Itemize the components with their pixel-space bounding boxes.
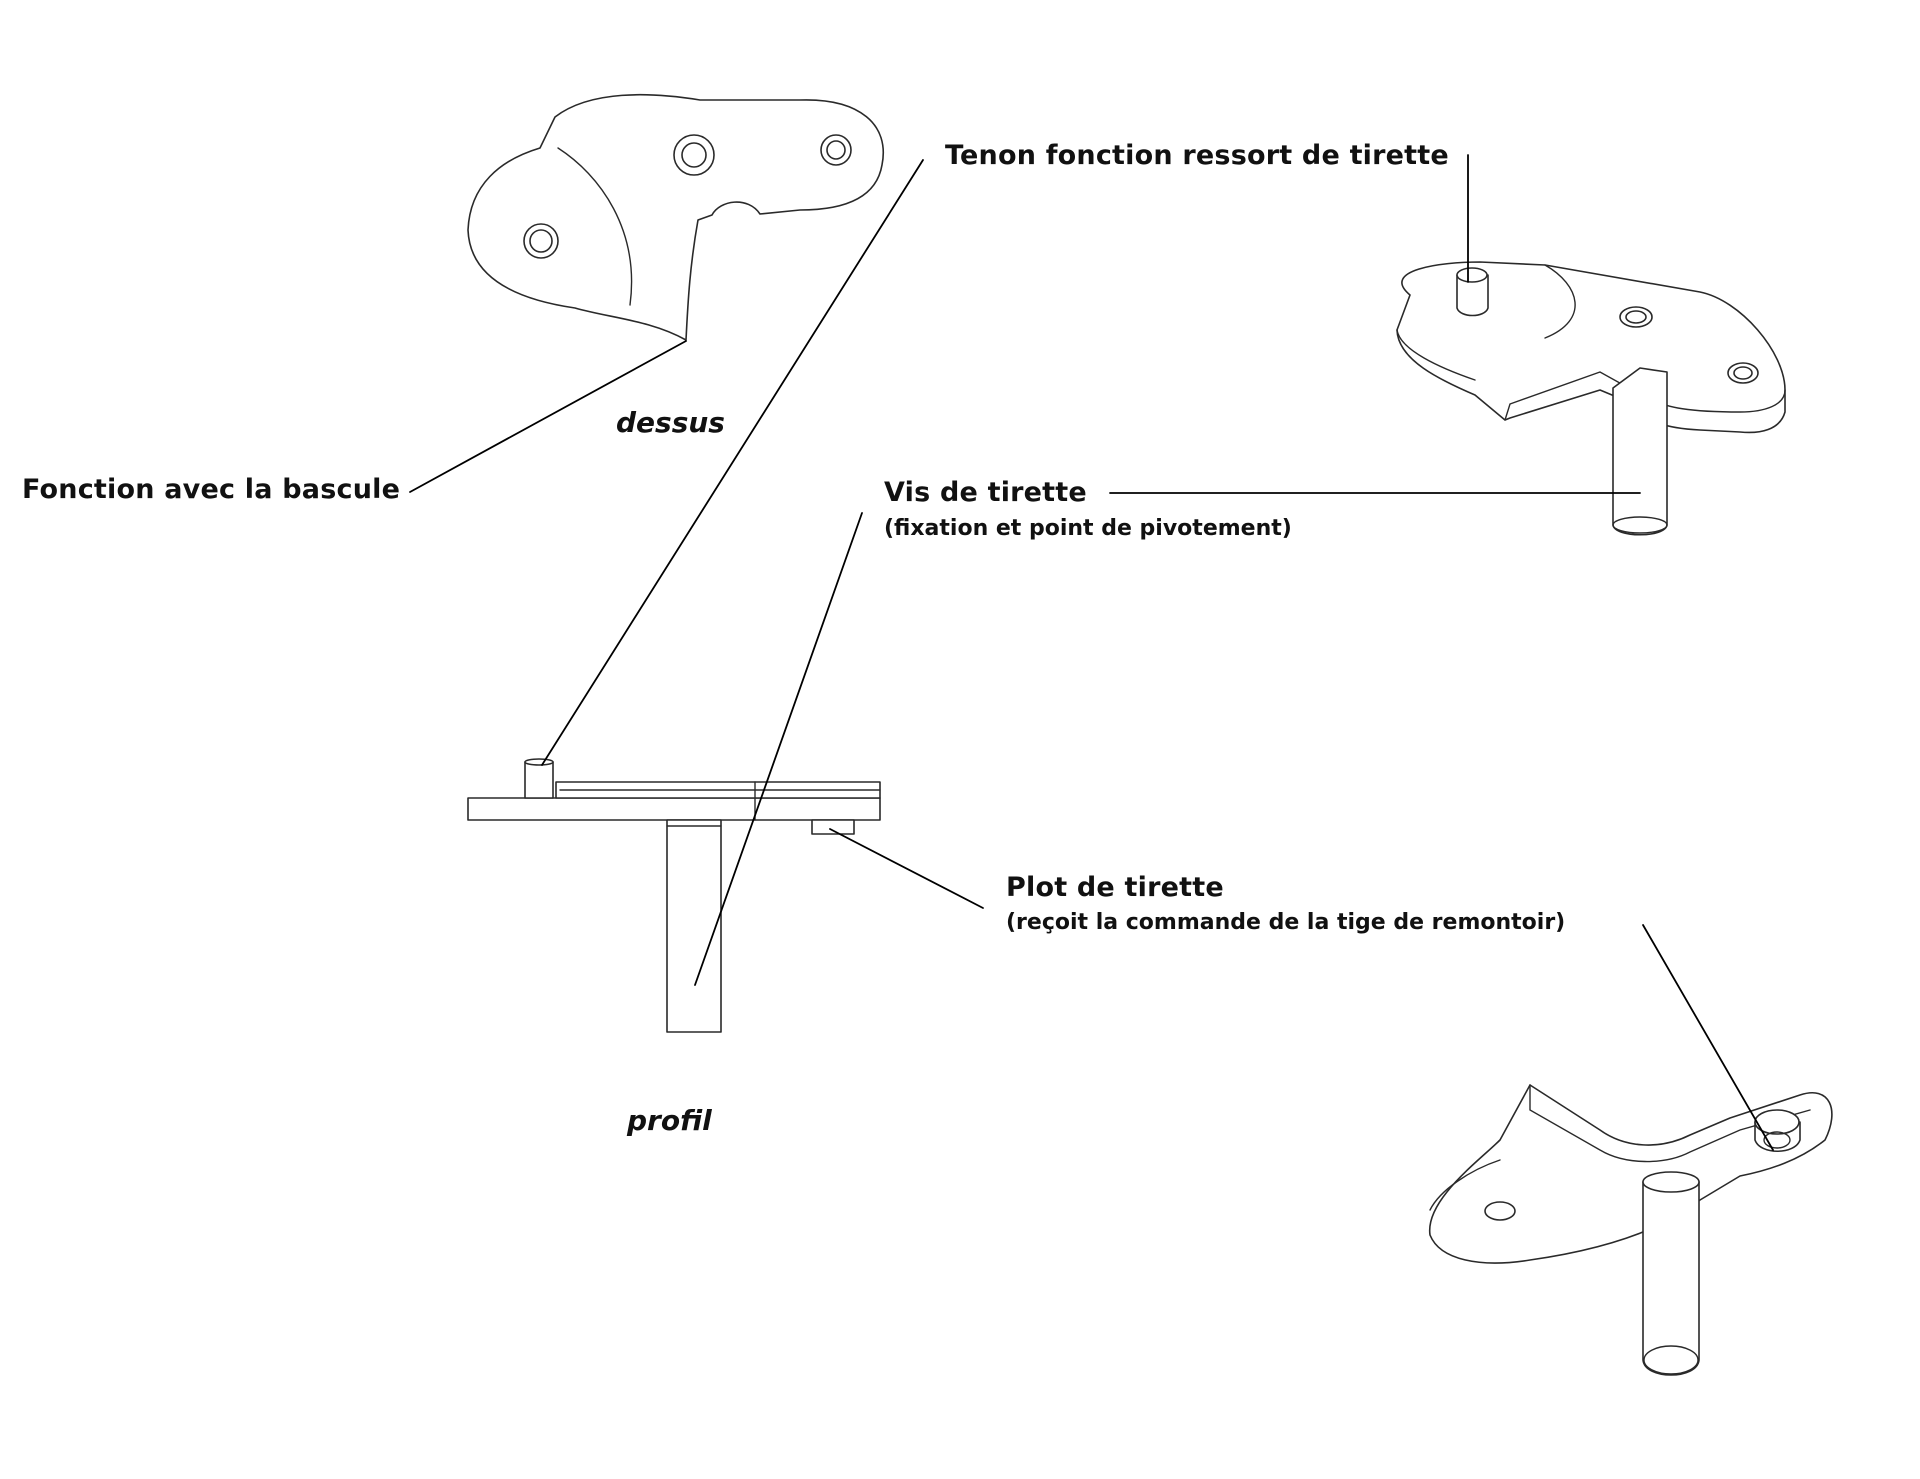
iso-view-top-part [1396,261,1786,536]
label-vis-title: Vis de tirette [884,477,1087,508]
leader-plot-iso [1642,924,1774,1151]
label-plot-title: Plot de tirette [1006,872,1224,903]
iso-view-bottom-part [1429,1084,1833,1376]
label-tenon: Tenon fonction ressort de tirette [945,140,1449,171]
view-label-top: dessus [616,406,725,439]
label-fonction-bascule: Fonction avec la bascule [22,474,401,505]
leader-vis-side [694,512,863,986]
label-vis-sub: (fixation et point de pivotement) [884,516,1292,541]
side-view-part [467,758,881,1033]
label-plot-sub: (reçoit la commande de la tige de remont… [1006,910,1566,935]
leader-fonction-bascule [409,340,687,493]
leader-plot-side [829,828,984,909]
leader-tenon-side [541,159,924,766]
top-view-part [467,93,885,341]
view-label-side: profil [627,1104,712,1137]
